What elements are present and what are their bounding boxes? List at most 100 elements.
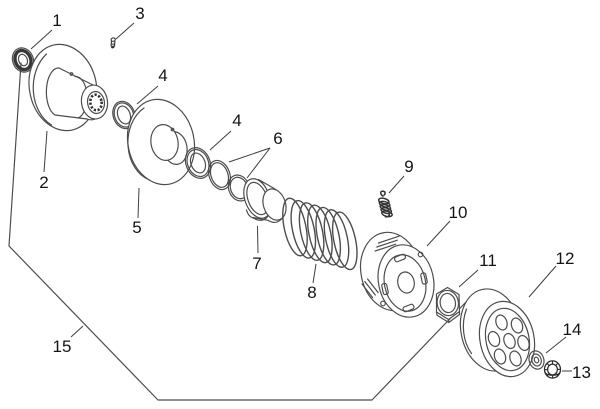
callout-leaders: [30, 22, 572, 372]
coil: [290, 199, 317, 259]
vent-hole: [510, 317, 524, 334]
callout-6: 6: [273, 129, 282, 148]
part-spring-collar: [243, 178, 287, 223]
top-hook: [380, 190, 386, 198]
hole: [209, 162, 230, 188]
pin-head: [110, 37, 116, 42]
pin-body: [110, 40, 116, 47]
leader-4a: [136, 85, 159, 105]
callout-11: 11: [479, 251, 497, 270]
slot: [420, 272, 428, 285]
coil: [378, 200, 391, 208]
callout-12: 12: [556, 249, 575, 268]
coil: [315, 206, 342, 266]
outline: [528, 350, 545, 370]
part-pulley-face-b: [126, 98, 196, 186]
spline-teeth: [89, 93, 103, 112]
callout-8: 8: [307, 283, 316, 302]
flange-edge: [544, 372, 561, 376]
hole: [189, 152, 207, 174]
callout-5: 5: [132, 218, 141, 237]
boss-face: [150, 124, 179, 161]
callout-7: 7: [252, 254, 261, 273]
leader-1: [30, 29, 53, 50]
coil: [377, 197, 390, 205]
part-hex-nut: [435, 286, 461, 324]
part-coil-spring: [282, 197, 358, 271]
slot: [393, 253, 407, 263]
seal-ring: [13, 48, 33, 72]
rim-grooves-bottom: [361, 278, 379, 299]
boundary-polyline: [8, 62, 467, 401]
vent-hole: [509, 350, 522, 367]
pin-tip: [111, 45, 115, 49]
hole: [533, 356, 540, 364]
leader-3: [115, 22, 135, 40]
coil: [298, 202, 325, 262]
rim-line: [462, 308, 473, 355]
rivet-hole: [417, 251, 424, 258]
callout-9: 9: [404, 157, 413, 176]
disc-cone-line: [127, 107, 151, 181]
coil: [282, 197, 308, 257]
leader-7: [257, 225, 259, 254]
bore-outline: [86, 90, 106, 115]
vent-hole: [487, 330, 501, 348]
leader-4b: [209, 130, 232, 151]
face-line: [531, 353, 542, 367]
callout-3: 3: [135, 4, 144, 23]
leader-2: [43, 130, 48, 173]
leader-9: [388, 175, 405, 194]
part-thin-ring-a: [207, 159, 232, 191]
leader-10: [426, 220, 451, 247]
callout-10: 10: [449, 203, 468, 222]
coil: [380, 207, 393, 215]
callout-4a: 4: [158, 66, 167, 85]
leader-11: [458, 269, 479, 288]
ring: [436, 289, 460, 317]
vent-hole: [503, 332, 516, 350]
slot: [381, 282, 389, 296]
slot: [402, 303, 415, 313]
callout-4b: 4: [232, 111, 241, 130]
outline: [11, 47, 35, 73]
vent-hole: [495, 314, 508, 331]
leader-6b: [246, 147, 271, 179]
callout-2: 2: [39, 173, 48, 192]
bore: [17, 53, 29, 67]
part-small-pin: [110, 37, 116, 49]
leader-15: [70, 325, 84, 338]
leader-8: [312, 263, 317, 284]
part-small-washer: [528, 350, 545, 370]
leader-5: [137, 187, 140, 219]
face-ring: [484, 307, 531, 372]
outline: [207, 159, 232, 191]
hub-dot: [69, 72, 74, 76]
callout-15: 15: [53, 337, 72, 356]
lip-edge: [245, 209, 254, 219]
coil: [379, 203, 392, 211]
vent-hole: [517, 334, 530, 352]
face-line: [186, 148, 210, 178]
part-small-spring: [377, 190, 393, 218]
coil: [331, 211, 358, 271]
part-seal-washer: [11, 47, 35, 73]
part-clutch-bell: [459, 288, 536, 378]
part-washer-b: [184, 147, 212, 179]
callout-13: 13: [572, 363, 591, 382]
callout-14: 14: [563, 320, 582, 339]
callout-labels: 1 2 3 4 4 5 6 7 8 9 10 11 12 13 14 15: [39, 4, 591, 382]
coil: [307, 204, 333, 264]
part-clutch-assembly: [359, 231, 435, 318]
leader-12: [528, 265, 557, 298]
rivet-hole: [380, 300, 386, 307]
bottom-hook: [384, 212, 391, 218]
center-hole: [397, 271, 415, 294]
callout-1: 1: [52, 11, 61, 30]
disc-cone-line: [32, 53, 53, 126]
hole: [116, 105, 132, 125]
boss-notch: [170, 127, 175, 132]
hole: [439, 292, 457, 314]
